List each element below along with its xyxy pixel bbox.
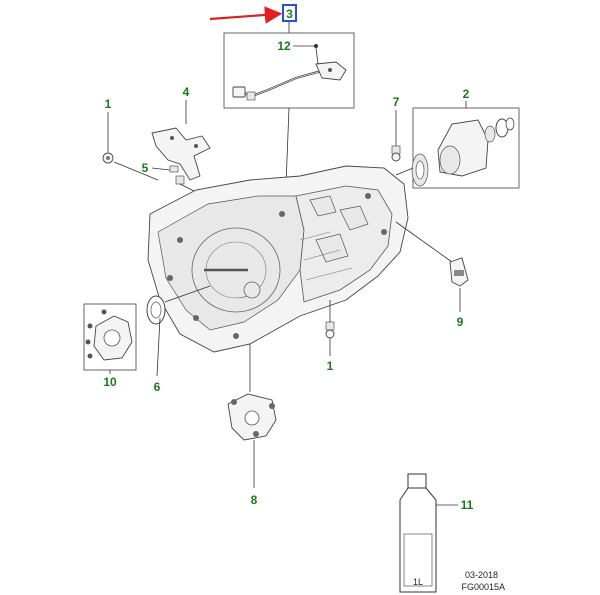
highlight-box-3 <box>282 4 297 22</box>
callout-7[interactable]: 7 <box>393 95 400 109</box>
callout-1-bottom[interactable]: 1 <box>327 359 334 373</box>
callout-6[interactable]: 6 <box>154 380 161 394</box>
wiring-harness <box>232 44 347 101</box>
bottle-volume-label: 1L <box>413 577 423 587</box>
transmission-case <box>147 165 409 353</box>
callout-5[interactable]: 5 <box>142 161 149 175</box>
callout-3[interactable]: 3 <box>286 7 293 21</box>
sensor-9 <box>449 257 469 287</box>
shift-housing-8 <box>227 393 277 441</box>
bolt-5 <box>169 165 185 185</box>
callout-9[interactable]: 9 <box>457 315 464 329</box>
diagram-code: FG00015A <box>461 582 505 592</box>
oil-seal-6 <box>146 295 166 325</box>
callout-8[interactable]: 8 <box>251 493 258 507</box>
plug-1-top <box>102 152 114 164</box>
callout-11[interactable]: 11 <box>461 498 474 512</box>
fluid-bottle <box>399 473 437 593</box>
mounting-bracket <box>151 127 211 181</box>
red-pointer-arrow <box>209 6 283 24</box>
diagram-date: 03-2018 <box>465 570 498 580</box>
callout-4[interactable]: 4 <box>183 85 190 99</box>
plug-1-bottom <box>325 321 335 339</box>
callout-10[interactable]: 10 <box>103 375 117 389</box>
extension-housing <box>411 117 515 187</box>
callout-1-top[interactable]: 1 <box>105 97 112 111</box>
callout-2[interactable]: 2 <box>463 87 470 101</box>
callout-12[interactable]: 12 <box>277 39 291 53</box>
end-cover <box>85 309 133 361</box>
plug-7 <box>391 145 401 162</box>
